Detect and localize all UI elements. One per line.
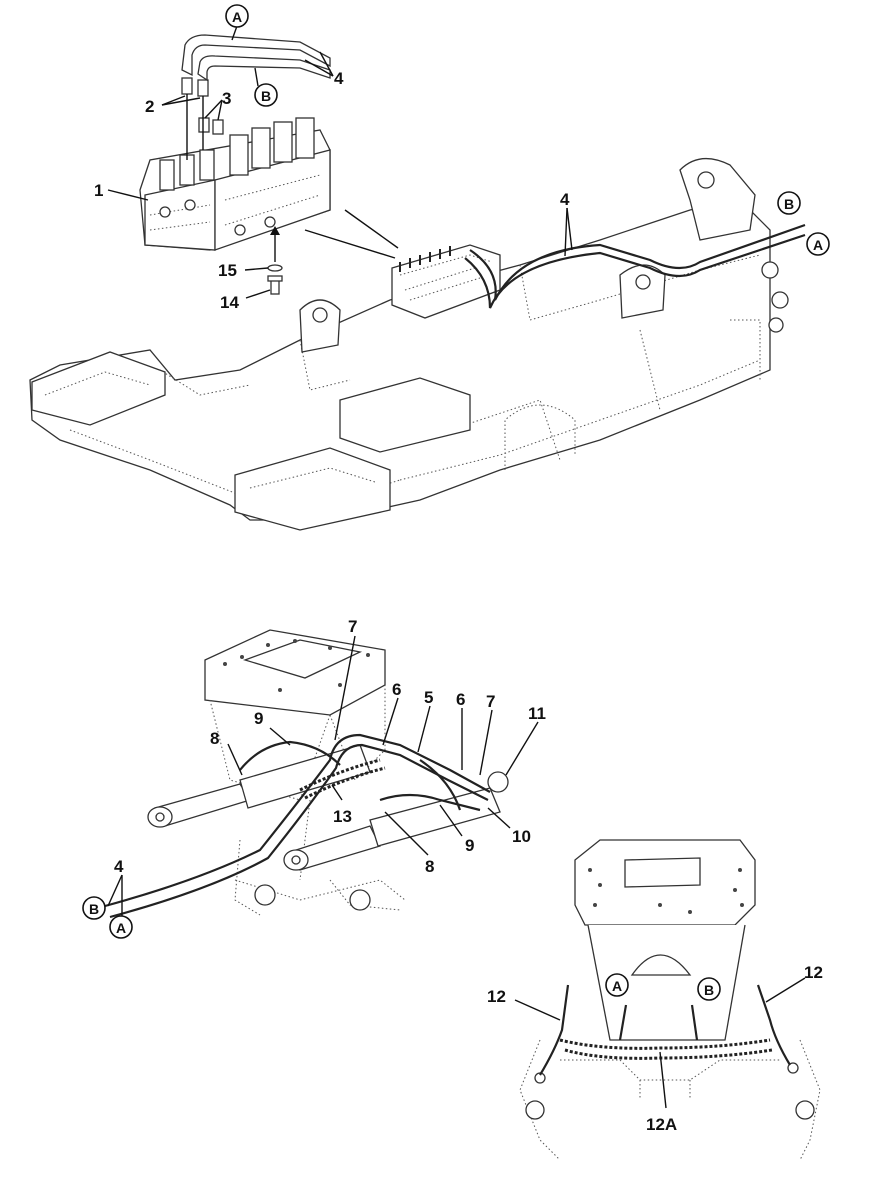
callout-2: 2 xyxy=(145,97,154,116)
port-a-frame: A xyxy=(813,237,823,253)
callout-13: 13 xyxy=(333,807,352,826)
port-b-circle-cyl xyxy=(82,896,106,920)
labels-panel-1: 1 2 3 4 A B 15 14 4 B xyxy=(94,4,830,312)
callout-7-left: 7 xyxy=(348,617,357,636)
callout-8-left: 8 xyxy=(210,729,219,748)
port-a-circle-rear xyxy=(605,973,629,997)
hoses-panel-2 xyxy=(104,733,491,919)
callout-7-right: 7 xyxy=(486,692,495,711)
hose-4-top xyxy=(181,34,331,82)
hose-4-frame-run xyxy=(464,223,806,309)
screw-and-washer xyxy=(267,226,283,295)
swing-cylinder-right xyxy=(283,771,509,871)
chassis-frame xyxy=(29,158,789,531)
rear-hose-view: 12 12 12A A B xyxy=(487,839,823,1161)
callout-9-left: 9 xyxy=(254,709,263,728)
callout-4-frame: 4 xyxy=(560,190,570,209)
callout-5: 5 xyxy=(424,688,433,707)
labels-panel-3: 12 12 12A A B xyxy=(487,963,823,1134)
port-b-circle-frame xyxy=(777,191,801,215)
port-a-top: A xyxy=(232,9,242,25)
callout-4-lower: 4 xyxy=(114,857,124,876)
hose-guard-13b xyxy=(304,766,386,800)
exploded-leader-b xyxy=(344,209,399,249)
callout-14: 14 xyxy=(220,293,239,312)
port-b-top: B xyxy=(261,88,271,104)
port-a-circle-cyl xyxy=(109,915,133,939)
callout-15: 15 xyxy=(218,261,237,280)
callout-6-right: 6 xyxy=(456,690,465,709)
valve-and-frame-view: 1 2 3 4 A B 15 14 4 B xyxy=(29,4,830,531)
control-valve-installed xyxy=(391,244,501,319)
port-a-circle-top xyxy=(225,4,249,28)
port-b-frame: B xyxy=(784,196,794,212)
port-a-rear: A xyxy=(612,978,622,994)
port-a-circle-frame xyxy=(806,232,830,256)
callout-10: 10 xyxy=(512,827,531,846)
port-a-cyl: A xyxy=(116,920,126,936)
callout-1: 1 xyxy=(94,181,103,200)
callout-12-right: 12 xyxy=(804,963,823,982)
port-b-circle-rear xyxy=(697,977,721,1001)
callout-9-right: 9 xyxy=(465,836,474,855)
port-b-cyl: B xyxy=(89,901,99,917)
callout-6-left: 6 xyxy=(392,680,401,699)
labels-panel-2: 7 6 5 6 7 11 9 8 13 9 10 8 xyxy=(82,617,546,939)
hose-guard-13a xyxy=(299,758,381,792)
fittings-2-3 xyxy=(181,77,224,160)
callout-4-top: 4 xyxy=(334,69,344,88)
callout-12-left: 12 xyxy=(487,987,506,1006)
exploded-leader-a xyxy=(304,229,396,259)
control-valve-exploded xyxy=(139,117,331,251)
callout-12a: 12A xyxy=(646,1115,677,1134)
port-b-rear: B xyxy=(704,982,714,998)
port-b-circle-top xyxy=(254,83,278,107)
callout-8-right: 8 xyxy=(425,857,434,876)
callout-11: 11 xyxy=(528,704,546,723)
swing-cylinder-view: 7 6 5 6 7 11 9 8 13 9 10 8 xyxy=(82,617,546,939)
callout-3: 3 xyxy=(222,89,231,108)
